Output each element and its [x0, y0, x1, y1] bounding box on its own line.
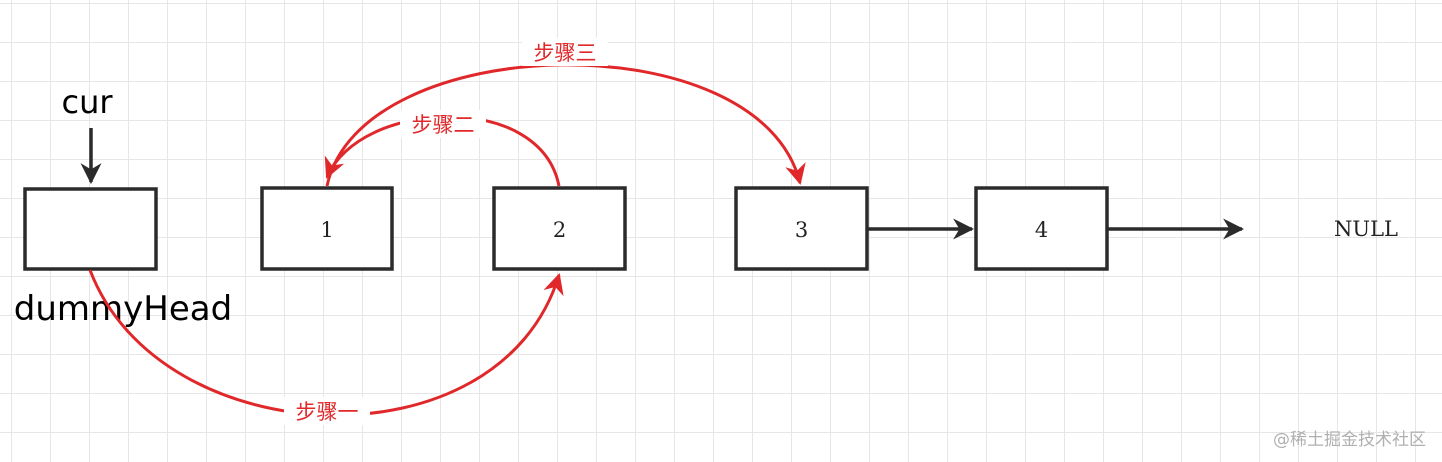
node-1-box [260, 186, 394, 271]
step-two-label: 步骤二 [412, 113, 475, 137]
node-3: 3 [734, 186, 869, 271]
node-3-value: 3 [795, 218, 808, 242]
node-dummy-box [23, 187, 158, 271]
dummy-head-label: dummyHead [14, 289, 232, 329]
node-2-value: 2 [553, 218, 566, 242]
node-4-box [974, 186, 1109, 271]
node-1: 1 [260, 186, 394, 271]
node-4-value: 4 [1035, 218, 1048, 242]
step-three-arrow [325, 63, 806, 187]
node-2: 2 [492, 186, 627, 271]
node-4: 4 [974, 186, 1109, 271]
node-1-value: 1 [320, 218, 333, 242]
null-label: NULL [1334, 217, 1398, 241]
step-two-label-bg [400, 110, 486, 138]
cur-label: cur [61, 83, 113, 121]
node-3-box [734, 186, 869, 271]
node-2-box [492, 186, 627, 271]
step-three-label: 步骤三 [534, 41, 597, 65]
node-dummy-head [23, 187, 158, 271]
watermark-text: @稀土掘金技术社区 [1273, 430, 1426, 450]
step-three-label-bg [522, 38, 608, 66]
step-one-label: 步骤一 [296, 400, 359, 424]
step-one-label-bg [284, 397, 370, 425]
